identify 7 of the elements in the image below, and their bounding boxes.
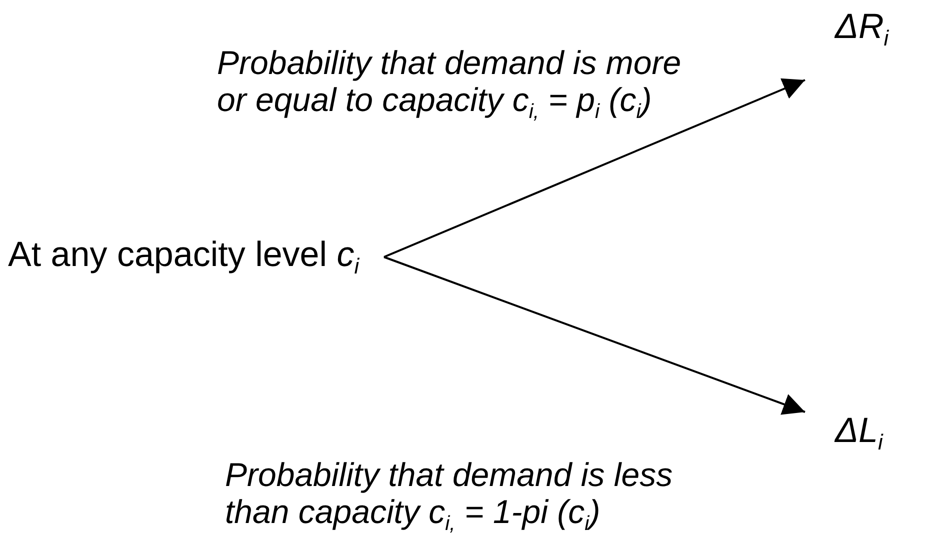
outcome-label: ΔL$_{i}$ [805, 412, 915, 456]
arrow [384, 78, 806, 258]
edge-label: Probability that demand is less than capacity c$_{i,}$ = 1-pi (c$_{i}$) [225, 456, 674, 537]
edge-label: Probability that demand is more or equal to capacity c$_{i,}$ = p$_{i}$ (c$_{i}$) [217, 44, 682, 126]
start-label: At any capacity level c$_{i}$ [8, 236, 384, 280]
arrow [384, 256, 806, 415]
outcome-label: ΔR$_{i}$ [805, 8, 915, 80]
